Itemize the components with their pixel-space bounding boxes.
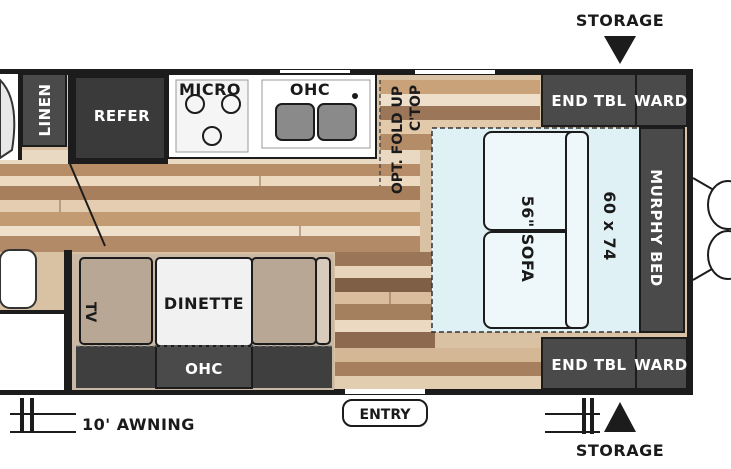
kitchen-counter: MICRO OHC — [167, 73, 377, 159]
awning-label: 10' AWNING — [82, 415, 195, 434]
arrow-down-icon — [604, 36, 636, 64]
hitch-jack-icon — [692, 177, 731, 281]
linen-closet: LINEN — [21, 73, 67, 147]
bath-area — [0, 74, 72, 392]
sink-icon — [275, 93, 358, 141]
refer-label: REFER — [94, 107, 150, 125]
wardrobe-top: WARD — [634, 73, 688, 127]
end-tbl-bottom-label: END TBL — [551, 356, 626, 374]
storage-bottom: STORAGE — [576, 402, 664, 460]
end-tbl-top-label: END TBL — [551, 92, 626, 110]
end-table-top: END TBL — [541, 73, 637, 127]
ctop-label: C'TOP — [408, 85, 424, 131]
door-swing-line — [69, 163, 106, 247]
murphy-size-label: 60 x 74 — [600, 191, 619, 261]
storage-bottom-label: STORAGE — [576, 441, 664, 460]
entry-label: ENTRY — [360, 407, 412, 423]
dinette: DINETTE OHC TV — [72, 254, 334, 390]
ward-top-label: WARD — [634, 92, 687, 110]
sofa-label: 56" SOFA — [518, 196, 537, 283]
trailer-walls — [0, 69, 693, 395]
ward-bottom-label: WARD — [634, 356, 687, 374]
fold-up-countertop: OPT. FOLD UP C'TOP — [379, 80, 424, 194]
entry-door: ENTRY — [342, 399, 428, 427]
refrigerator: REFER — [68, 74, 168, 247]
ohc-dinette-label: OHC — [185, 360, 223, 378]
storage-top-label: STORAGE — [576, 11, 664, 30]
murphy-bed: 56" SOFA 60 x 74 MURPHY BED — [431, 127, 685, 333]
linen-label: LINEN — [36, 84, 54, 137]
micro-label: MICRO — [179, 80, 241, 99]
murphy-bed-label: MURPHY BED — [647, 169, 665, 286]
stabilizer-bottom-right — [545, 398, 600, 434]
end-table-bottom: END TBL — [541, 337, 637, 390]
wardrobe-bottom: WARD — [634, 337, 688, 390]
opt-fold-up-label: OPT. FOLD UP — [390, 86, 406, 194]
stove-burners-icon — [185, 94, 241, 146]
tv-label: TV — [82, 302, 98, 323]
dinette-label: DINETTE — [164, 294, 244, 313]
awning-indicator: 10' AWNING — [10, 398, 195, 434]
arrow-up-icon — [604, 402, 636, 432]
storage-top: STORAGE — [576, 11, 664, 64]
ohc-kitchen-label: OHC — [290, 80, 330, 99]
